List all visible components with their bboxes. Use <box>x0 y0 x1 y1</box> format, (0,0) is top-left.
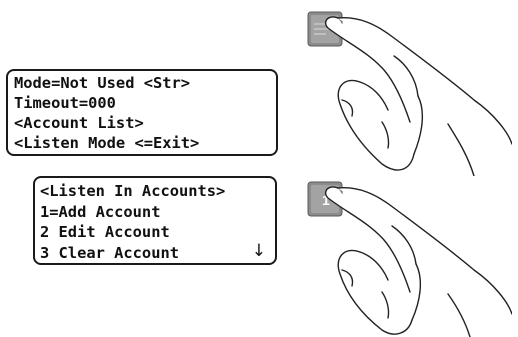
lcd-line-listen-mode: <Listen Mode <=Exit> <box>14 134 200 152</box>
lcd-line-listen-in-accounts: <Listen In Accounts> <box>40 182 226 200</box>
lcd-line-timeout: Timeout=000 <box>14 94 116 112</box>
lcd-line-clear-account: 3 Clear Account <box>40 243 179 262</box>
lcd-screen-listen-accounts: <Listen In Accounts> 1=Add Account 2 Edi… <box>33 176 277 265</box>
hand-pressing-enter-key <box>307 11 512 176</box>
hand-pressing-one-key: 1 <box>307 181 512 337</box>
lcd-line-add-account: 1=Add Account <box>40 202 161 221</box>
one-key-label: 1 <box>322 192 330 208</box>
hand-outline <box>324 186 512 337</box>
lcd-line-mode: Mode=Not Used <Str> <box>14 74 191 92</box>
lcd-line-edit-account: 2 Edit Account <box>40 223 170 241</box>
scroll-down-arrow-icon: ↓ <box>251 241 266 261</box>
lcd-line-account-list: <Account List> <box>14 114 144 132</box>
hand-outline <box>324 16 512 176</box>
lcd-screen-menu: Mode=Not Used <Str> Timeout=000 <Account… <box>6 69 278 156</box>
